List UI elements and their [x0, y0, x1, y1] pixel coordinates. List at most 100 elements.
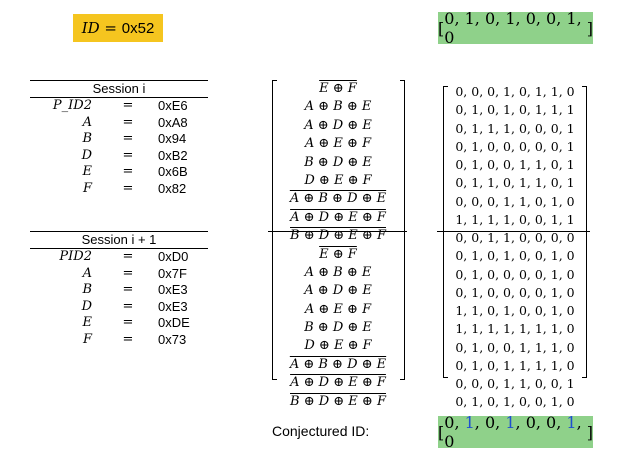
- matrix-left-bracket: [443, 86, 448, 378]
- matrix-row: 0, 1, 1, 0, 1, 1, 0, 1: [455, 175, 575, 191]
- id-value: 0x52: [121, 19, 155, 37]
- equation-row: B ⊕ D ⊕ E: [275, 319, 401, 337]
- vector-bit: 0: [444, 9, 455, 28]
- vector-comma: ,: [515, 413, 526, 432]
- session-row: D=0xE3: [30, 299, 208, 316]
- session-row: F=0x73: [30, 332, 208, 349]
- var-value: 0x6B: [158, 164, 188, 179]
- var-name: B: [82, 131, 92, 146]
- equation-text: A ⊕ B ⊕ D ⊕ E: [289, 356, 387, 372]
- equation-text: D ⊕ E ⊕ F: [304, 172, 372, 188]
- session-row: B = 0x94: [30, 131, 208, 148]
- vector-bit: 1: [464, 9, 475, 28]
- session-row: D=0xB2: [30, 148, 208, 165]
- equation-row: A ⊕ D ⊕ E ⊕ F: [275, 209, 401, 227]
- equation-text: A ⊕ D ⊕ E: [304, 283, 372, 299]
- var-name: PID2: [59, 249, 92, 264]
- matrix-row: 0, 1, 0, 0, 1, 1, 1, 0: [455, 339, 575, 355]
- equation-text: A ⊕ D ⊕ E: [304, 117, 372, 133]
- matrix-row: 0, 0, 1, 1, 0, 0, 0, 0: [455, 230, 575, 245]
- equals-sign: =: [122, 114, 134, 130]
- session-row: A = 0xA8: [30, 115, 208, 132]
- session-row: PID2=0xD0: [30, 249, 208, 266]
- equation-row: A ⊕ B ⊕ E: [275, 98, 401, 116]
- matrix-row: 0, 0, 0, 1, 1, 0, 0, 1: [455, 376, 575, 391]
- matrix-row: 1, 1, 0, 1, 0, 0, 1, 0: [455, 303, 575, 318]
- equals-sign: =: [122, 298, 134, 314]
- vector-comma: ,: [474, 9, 485, 28]
- vector-comma: ,: [535, 413, 547, 432]
- equation-text: B ⊕ D ⊕ E ⊕ F: [290, 393, 386, 409]
- var-value: 0xE3: [158, 282, 188, 297]
- bracket-close: ]: [586, 422, 593, 442]
- equals-sign: =: [122, 265, 134, 281]
- matrix-right-bracket: [582, 86, 587, 378]
- var-value: 0xE3: [158, 298, 188, 314]
- vector-comma: ,: [535, 9, 547, 28]
- vector-bit: 0: [525, 9, 536, 28]
- session-row: P_ID2 = 0xE6: [30, 98, 208, 115]
- vector-bit: 0: [484, 413, 496, 432]
- var-value: 0xDE: [158, 315, 190, 330]
- var-value: 0xE6: [158, 98, 188, 113]
- session-i1-title: Session i + 1: [30, 231, 208, 249]
- vector-bit: 0: [525, 413, 536, 432]
- session-row: E=0x6B: [30, 164, 208, 181]
- equals-sign: =: [122, 331, 134, 347]
- equals-sign: =: [122, 131, 134, 146]
- vector-bit: 0: [444, 28, 455, 47]
- vector-bit: 1: [464, 413, 475, 432]
- session-row: B=0xE3: [30, 282, 208, 299]
- equation-text: A ⊕ E ⊕ F: [304, 301, 372, 317]
- equations-divider: [268, 231, 407, 232]
- equation-row: D ⊕ E ⊕ F: [275, 172, 401, 190]
- vector-comma: ,: [576, 413, 587, 432]
- equals-sign: =: [122, 98, 134, 113]
- session-i1-title-text: Session i + 1: [81, 232, 157, 247]
- equation-text: B ⊕ D ⊕ E: [304, 154, 372, 170]
- var-name: A: [82, 265, 92, 281]
- var-name: F: [82, 180, 92, 196]
- var-name: P_ID2: [52, 98, 92, 113]
- var-name: F: [82, 331, 92, 347]
- equation-row: A ⊕ D ⊕ E ⊕ F: [275, 374, 401, 392]
- matrix-row: 0, 0, 0, 1, 1, 0, 1, 0: [455, 193, 575, 209]
- var-name: A: [82, 114, 92, 130]
- equation-row: B ⊕ D ⊕ E ⊕ F: [275, 227, 401, 245]
- matrix-row: 0, 1, 0, 0, 1, 1, 0, 1: [455, 157, 575, 172]
- vector-bit: 1: [566, 9, 577, 28]
- vector-comma: ,: [515, 9, 526, 28]
- equation-text: A ⊕ D ⊕ E ⊕ F: [290, 209, 386, 225]
- equals-sign: =: [122, 249, 134, 264]
- session-i-title-text: Session i: [92, 81, 146, 96]
- matrix-row: 0, 1, 0, 1, 0, 0, 1, 0: [455, 248, 575, 264]
- matrix-row: 0, 1, 0, 1, 0, 0, 1, 0: [455, 394, 575, 410]
- equation-row: B ⊕ D ⊕ E: [275, 154, 401, 172]
- equation-text: A ⊕ B ⊕ D ⊕ E: [289, 191, 387, 207]
- matrix-row: 1, 1, 1, 1, 1, 1, 1, 0: [455, 321, 575, 337]
- vector-bit: 1: [505, 9, 516, 28]
- equation-row: A ⊕ B ⊕ D ⊕ E: [275, 356, 401, 374]
- equations-right-bracket: [400, 80, 405, 380]
- bracket-close: ]: [586, 18, 593, 38]
- top-vector: 0, 1, 0, 1, 0, 0, 1, 0: [444, 9, 587, 47]
- equation-text: A ⊕ E ⊕ F: [304, 136, 372, 152]
- session-row: F=0x82: [30, 181, 208, 198]
- equation-row: A ⊕ D ⊕ E: [275, 282, 401, 300]
- var-value: 0xA8: [158, 114, 188, 130]
- equation-row: A ⊕ B ⊕ E: [275, 264, 401, 282]
- var-name: E: [82, 315, 93, 330]
- vector-bit: 0: [484, 9, 496, 28]
- equals-sign: =: [122, 282, 134, 297]
- conjectured-label: Conjectured ID:: [272, 423, 370, 439]
- var-value: 0x94: [158, 131, 187, 146]
- matrix-divider: [437, 231, 590, 232]
- var-value: 0xB2: [158, 147, 188, 163]
- vector-comma: ,: [495, 413, 506, 432]
- vector-comma: ,: [495, 9, 506, 28]
